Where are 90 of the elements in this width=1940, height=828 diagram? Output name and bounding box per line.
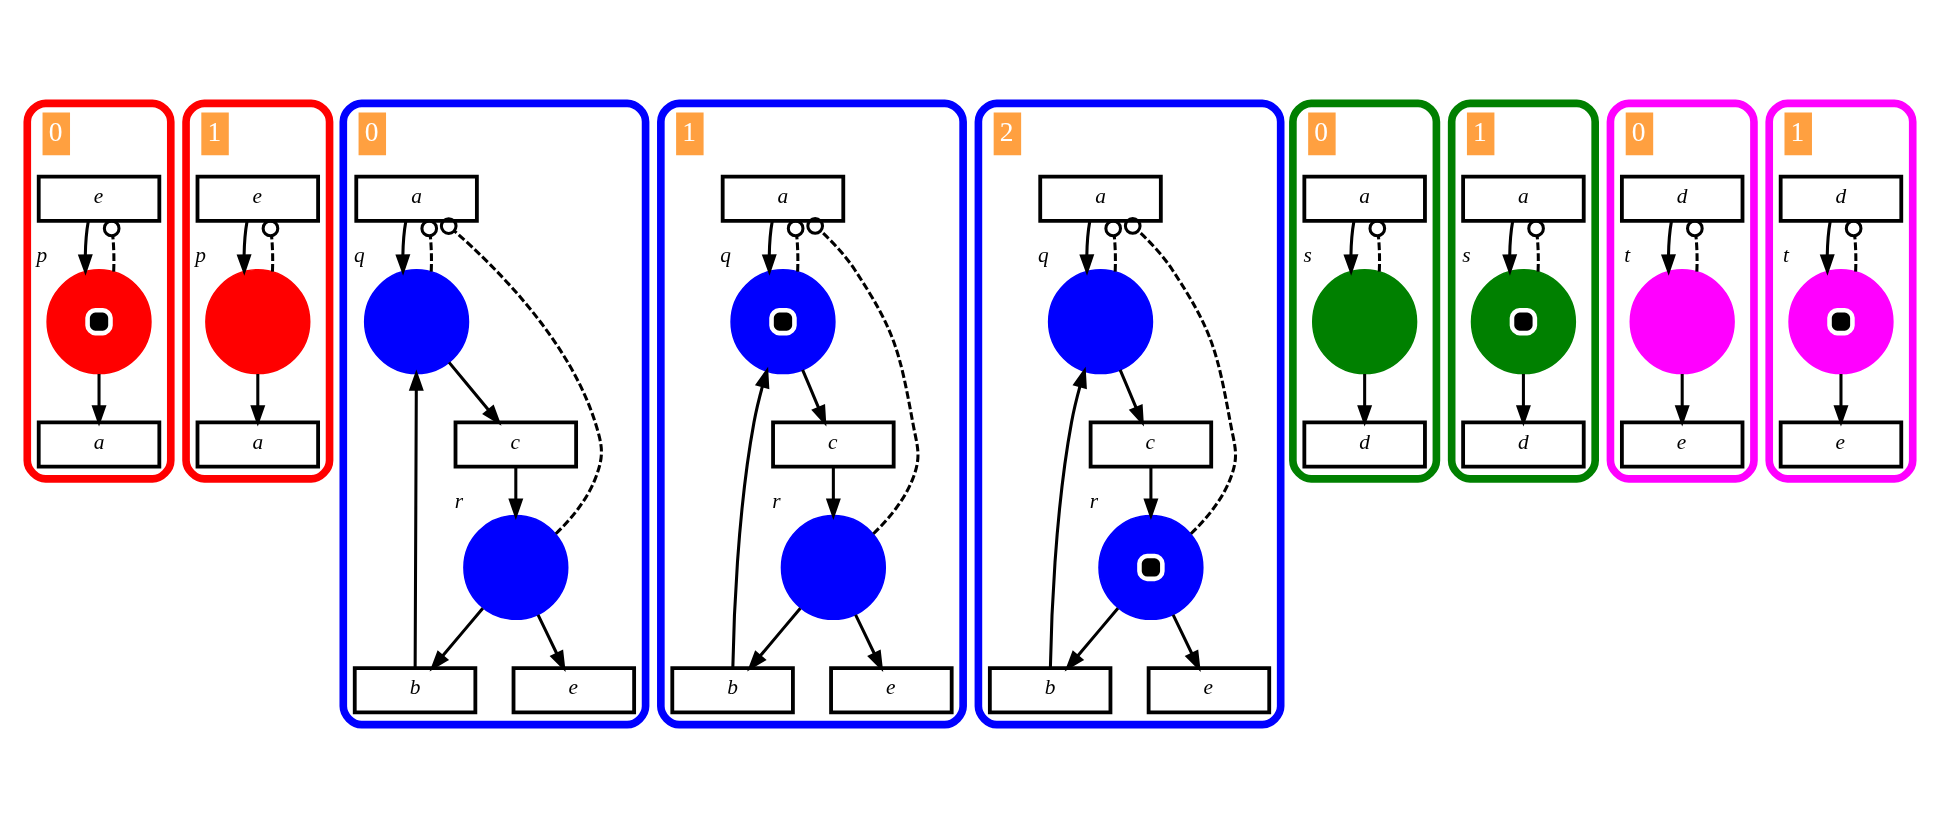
node-circle <box>780 514 887 621</box>
arrow <box>250 374 266 427</box>
node-label: q <box>1037 243 1049 268</box>
arrow <box>1064 607 1120 672</box>
node-label: p <box>36 243 48 268</box>
node-circle <box>205 268 311 375</box>
arrow <box>91 374 107 427</box>
connector <box>420 219 439 272</box>
node-circle <box>463 514 569 621</box>
arrow <box>1171 614 1201 672</box>
arrow <box>508 466 524 520</box>
node-box: a <box>1461 174 1586 223</box>
node-circle <box>1098 514 1204 621</box>
node-circle <box>730 268 836 375</box>
node-box: e <box>1620 420 1745 469</box>
arrow <box>1343 220 1359 276</box>
connector <box>1123 217 1238 535</box>
node-box: b <box>352 666 478 715</box>
node-box: a <box>720 174 846 223</box>
node-box: d <box>1302 420 1427 469</box>
node-circle <box>1788 268 1894 375</box>
node-circle <box>1047 268 1154 375</box>
arrow <box>761 220 777 276</box>
arrow <box>236 220 252 276</box>
node-box: e <box>829 666 954 715</box>
node-label: q <box>720 243 732 268</box>
node-circle <box>1629 268 1735 375</box>
arrow <box>447 361 502 426</box>
node-circle <box>46 268 152 375</box>
node-box: a <box>1038 174 1163 223</box>
node-box: e <box>511 666 637 715</box>
arrow <box>747 607 802 672</box>
connector <box>102 219 121 272</box>
node-box: c <box>771 420 896 469</box>
arrow <box>1819 220 1835 276</box>
node-box: a <box>354 174 479 223</box>
node-label: p <box>195 243 206 268</box>
arrow <box>1357 374 1373 427</box>
node-box: d <box>1461 420 1586 469</box>
node-box: c <box>1088 420 1214 469</box>
node-circle <box>1311 268 1418 375</box>
node-label: t <box>1782 243 1789 268</box>
connector <box>439 217 603 535</box>
arrow <box>77 220 93 276</box>
connector <box>261 219 280 272</box>
arrow <box>801 369 827 427</box>
node-label: r <box>772 489 781 514</box>
connector <box>1104 219 1123 272</box>
connector <box>1527 219 1545 272</box>
arrow <box>854 614 884 672</box>
arrow <box>731 366 770 668</box>
node-label: r <box>454 489 464 514</box>
node-box: b <box>670 666 795 715</box>
arrow <box>1515 374 1531 427</box>
arrow <box>1118 369 1144 427</box>
node-box: b <box>987 666 1113 715</box>
node-box: a <box>1302 174 1427 223</box>
arrow <box>536 614 566 672</box>
arrow <box>408 369 424 668</box>
arrow <box>395 220 411 276</box>
node-label: s <box>1303 243 1312 268</box>
connector <box>806 217 920 535</box>
arrow <box>1660 220 1676 276</box>
node-box: d <box>1620 174 1745 223</box>
node-box: d <box>1778 174 1904 223</box>
arrow <box>1502 220 1518 276</box>
node-label: q <box>353 243 365 268</box>
node-box: a <box>36 420 162 469</box>
connector <box>1368 219 1387 272</box>
node-box: e <box>195 174 321 223</box>
arrow <box>1833 374 1849 427</box>
node-box: e <box>1778 420 1904 469</box>
node-box: e <box>1146 666 1272 715</box>
connector <box>1844 219 1863 272</box>
arrow <box>429 607 484 672</box>
node-box: e <box>36 174 162 223</box>
arrow <box>1048 366 1087 668</box>
node-label: s <box>1462 243 1471 268</box>
arrow <box>1143 466 1159 520</box>
node-label: r <box>1089 489 1099 514</box>
arrow <box>1079 220 1095 276</box>
connector <box>1686 219 1704 272</box>
node-box: a <box>195 420 321 469</box>
node-circle <box>363 268 470 375</box>
node-circle <box>1470 268 1577 375</box>
connector <box>786 219 805 272</box>
arrow <box>1674 374 1690 427</box>
arrow <box>825 466 841 520</box>
node-box: c <box>453 420 579 469</box>
node-label: t <box>1624 243 1631 268</box>
